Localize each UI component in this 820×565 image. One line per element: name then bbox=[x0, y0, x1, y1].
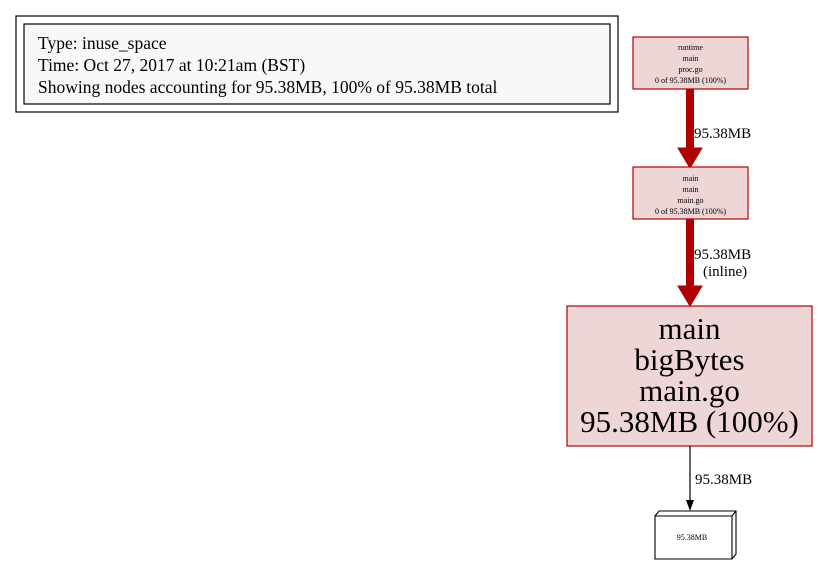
edge-main-to-bigbytes-label: 95.38MB bbox=[694, 247, 751, 263]
node-main-bigbytes-function: bigBytes bbox=[634, 342, 744, 377]
edge-main-to-bigbytes-sublabel: (inline) bbox=[703, 264, 747, 280]
node-runtime-main-value: 0 of 95.38MB (100%) bbox=[655, 76, 726, 85]
edge-main-to-bigbytes[interactable]: 95.38MB (inline) bbox=[677, 219, 751, 307]
node-runtime-main-file: proc.go bbox=[678, 65, 702, 74]
node-main-main-package: main bbox=[683, 174, 699, 183]
node-runtime-main-function: main bbox=[683, 54, 699, 63]
edge-bigbytes-to-alloc[interactable]: 95.38MB bbox=[686, 446, 752, 511]
node-runtime-main-package: runtime bbox=[678, 43, 703, 52]
legend: Type: inuse_space Time: Oct 27, 2017 at … bbox=[15, 15, 619, 113]
node-main-bigbytes-file: main.go bbox=[639, 373, 740, 408]
edge-main-to-bigbytes-arrowhead bbox=[677, 285, 703, 307]
node-runtime-main[interactable]: runtime main proc.go 0 of 95.38MB (100%) bbox=[632, 36, 749, 90]
edge-runtime-to-main-arrowhead bbox=[677, 147, 703, 169]
node-runtime-main-box[interactable] bbox=[632, 36, 749, 90]
node-main-bigbytes[interactable]: main bigBytes main.go 95.38MB (100%) bbox=[566, 305, 813, 447]
edge-bigbytes-to-alloc-label: 95.38MB bbox=[695, 472, 752, 488]
node-main-bigbytes-value: 95.38MB (100%) bbox=[580, 404, 799, 439]
legend-time: Time: Oct 27, 2017 at 10:21am (BST) bbox=[38, 55, 305, 75]
alloc-box[interactable]: 95.38MB bbox=[654, 510, 737, 560]
node-main-bigbytes-box[interactable] bbox=[566, 305, 813, 447]
edge-runtime-to-main[interactable]: 95.38MB bbox=[677, 89, 751, 169]
alloc-box-corner-edge bbox=[731, 510, 737, 517]
node-main-bigbytes-package: main bbox=[659, 311, 721, 346]
legend-inner-box bbox=[23, 23, 611, 105]
node-main-main-file: main.go bbox=[678, 196, 704, 205]
edge-runtime-to-main-label: 95.38MB bbox=[694, 126, 751, 142]
node-main-main-function: main bbox=[683, 185, 699, 194]
node-main-main-box[interactable] bbox=[632, 166, 749, 220]
alloc-box-label: 95.38MB bbox=[677, 533, 707, 542]
legend-summary: Showing nodes accounting for 95.38MB, 10… bbox=[38, 77, 497, 97]
alloc-box-shape[interactable] bbox=[654, 510, 737, 560]
node-main-main-value: 0 of 95.38MB (100%) bbox=[655, 207, 726, 216]
legend-type: Type: inuse_space bbox=[38, 33, 167, 53]
node-main-main[interactable]: main main main.go 0 of 95.38MB (100%) bbox=[632, 166, 749, 220]
edge-bigbytes-to-alloc-arrowhead bbox=[686, 500, 694, 511]
